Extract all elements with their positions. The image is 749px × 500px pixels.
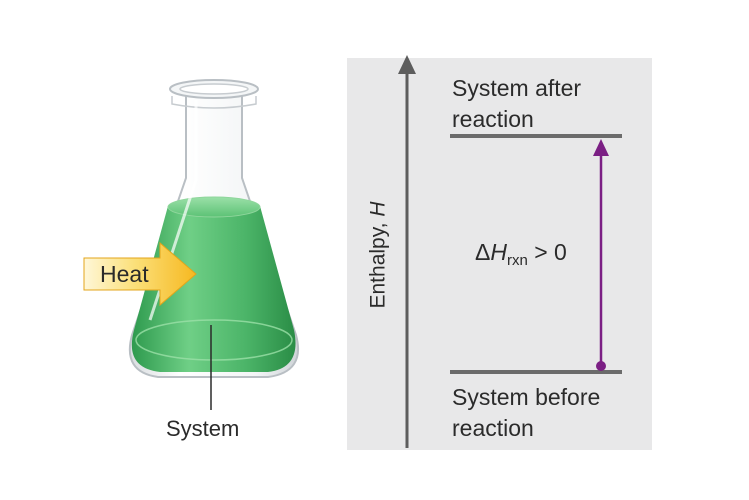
heat-arrow — [83, 241, 197, 307]
before-reaction-label: System before reaction — [452, 384, 601, 441]
reaction-arrowhead — [593, 139, 609, 156]
liquid-surface — [167, 196, 261, 218]
delta-symbol: Δ — [475, 239, 491, 265]
axis-label-text: Enthalpy, — [366, 216, 390, 309]
enthalpy-axis-label: Enthalpy, H — [366, 201, 390, 309]
axis-label-symbol: H — [366, 201, 390, 217]
system-label: System — [166, 416, 240, 441]
delta-variable: H — [490, 239, 507, 265]
delta-relation: > 0 — [527, 239, 567, 265]
reaction-arrow-origin — [596, 361, 606, 371]
axis-arrowhead — [398, 55, 416, 74]
after-reaction-label: System after reaction — [452, 75, 582, 132]
delta-subscript: rxn — [507, 252, 528, 269]
delta-h-label: ΔHrxn > 0 — [475, 239, 567, 269]
heat-label: Heat — [100, 261, 149, 287]
